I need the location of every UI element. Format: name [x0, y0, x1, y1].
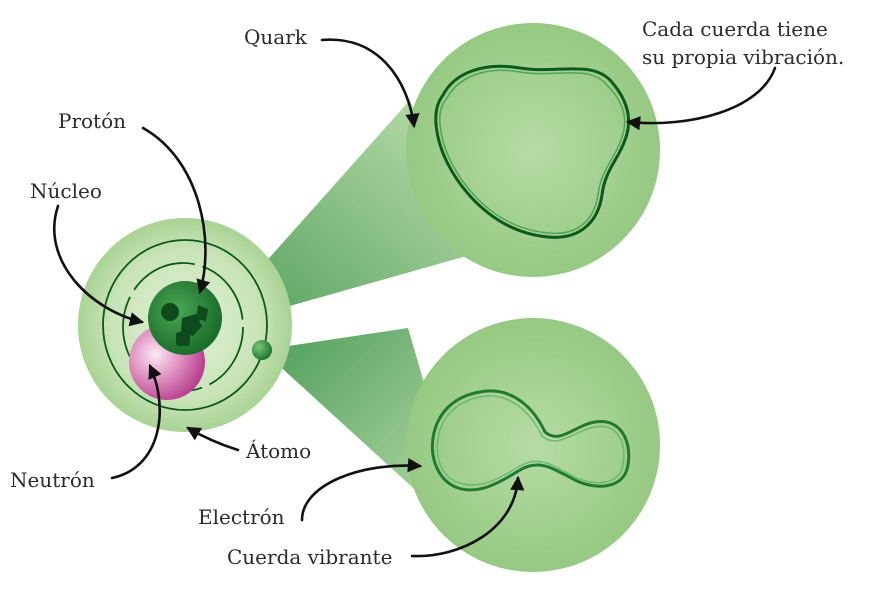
- string-note-line2: su propia vibración.: [642, 45, 844, 69]
- electron-string: [430, 389, 631, 492]
- quark-label: Quark: [244, 25, 308, 49]
- quark-string-echo: [439, 69, 626, 235]
- quark-string: [434, 64, 631, 239]
- neutron-label: Neutrón: [10, 468, 95, 492]
- electron-zoom-circle: [406, 318, 660, 572]
- neutron-arrow: [110, 364, 162, 480]
- string-note-arrow: [625, 66, 777, 131]
- vibrating-string-arrow: [410, 475, 525, 558]
- nucleus-label: Núcleo: [30, 179, 102, 203]
- proton-arrow: [141, 126, 211, 295]
- proton-label: Protón: [58, 109, 126, 133]
- electron-arrow: [300, 458, 423, 522]
- electron-string-echo: [436, 395, 625, 486]
- atom-arrow: [186, 426, 240, 452]
- string-note-line1: Cada cuerda tiene: [642, 17, 828, 41]
- vibrating-string-label: Cuerda vibrante: [227, 545, 392, 569]
- electron-orbit-outer: [102, 239, 268, 411]
- nucleus-arrow: [52, 204, 145, 327]
- electron-label: Electrón: [198, 505, 285, 529]
- quark-cluster: [161, 303, 208, 346]
- atom-label: Átomo: [245, 439, 311, 463]
- quark-arrow: [320, 38, 420, 129]
- electron: [252, 340, 272, 360]
